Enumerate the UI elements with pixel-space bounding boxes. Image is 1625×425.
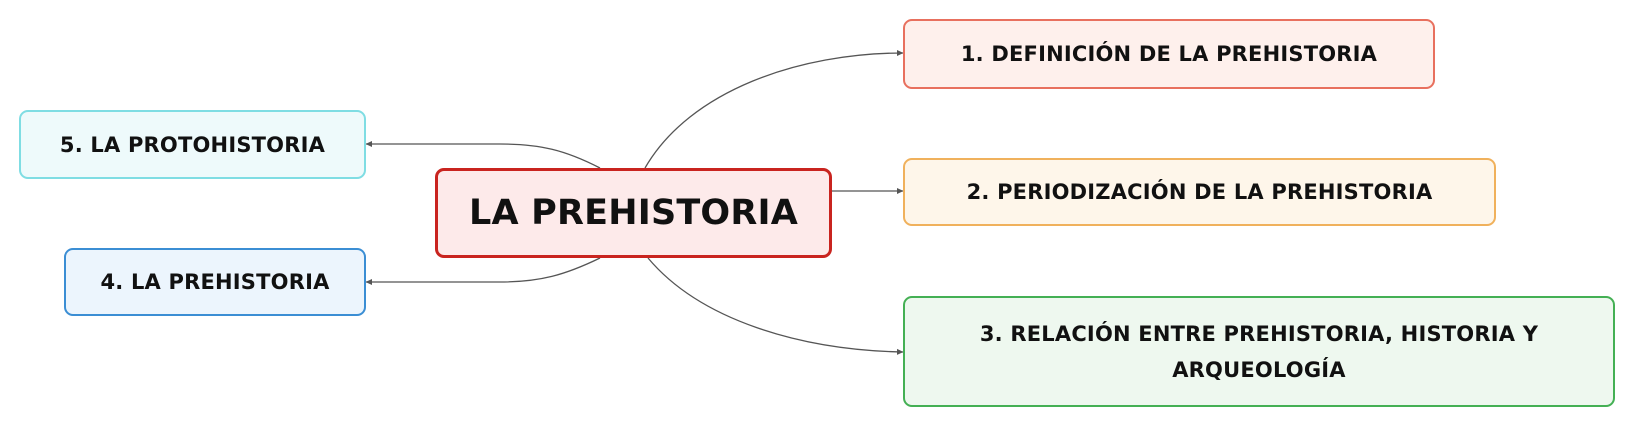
branch-node-la-prehistoria[interactable]: 4. LA PREHISTORIA [64,248,366,316]
branch-label-la-prehistoria: 4. LA PREHISTORIA [100,270,330,294]
connector-to-definicion [644,50,904,169]
connector-to-la-prehistoria [365,257,601,285]
central-topic-label: LA PREHISTORIA [468,193,799,233]
connector-to-protohistoria [365,141,601,169]
branch-label-definicion: 1. DEFINICIÓN DE LA PREHISTORIA [960,42,1378,66]
central-topic-node[interactable]: LA PREHISTORIA [435,168,832,258]
branch-label-periodizacion: 2. PERIODIZACIÓN DE LA PREHISTORIA [966,180,1433,204]
branch-label-protohistoria: 5. LA PROTOHISTORIA [59,132,326,157]
branch-node-protohistoria[interactable]: 5. LA PROTOHISTORIA [19,110,366,179]
connector-to-relacion [647,257,904,355]
branch-node-definicion[interactable]: 1. DEFINICIÓN DE LA PREHISTORIA [903,19,1435,89]
branch-node-relacion[interactable]: 3. RELACIÓN ENTRE PREHISTORIA, HISTORIA … [903,296,1615,407]
branch-label-relacion: 3. RELACIÓN ENTRE PREHISTORIA, HISTORIA … [979,321,1539,382]
branch-node-periodizacion[interactable]: 2. PERIODIZACIÓN DE LA PREHISTORIA [903,158,1496,226]
